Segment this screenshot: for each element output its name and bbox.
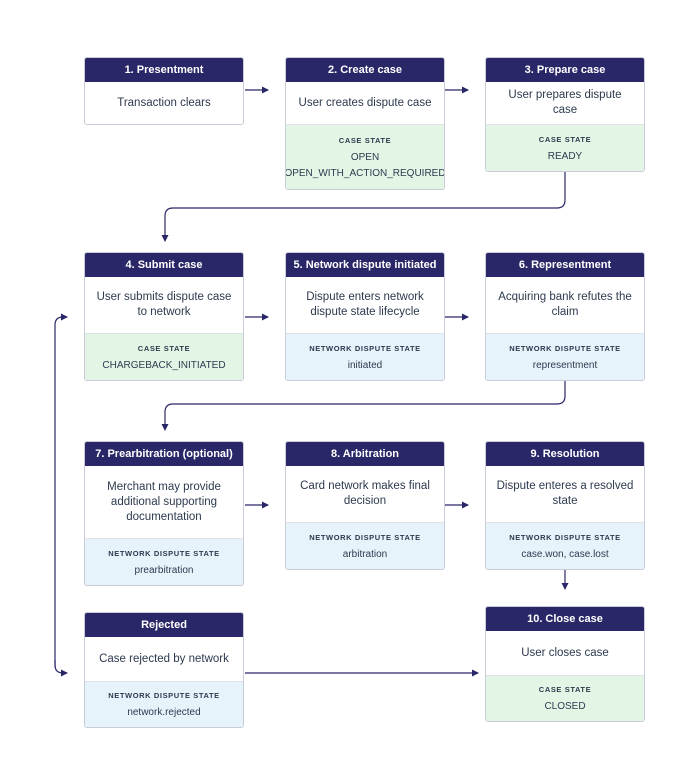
state-label: CASE STATE xyxy=(538,134,592,144)
state-value: case.won, case.lost xyxy=(521,548,609,560)
step-network-dispute-initiated-card: 5. Network dispute initiated Dispute ent… xyxy=(285,252,445,381)
network-state-panel: NETWORK DISPUTE STATE network.rejected xyxy=(85,681,243,727)
step-description: User submits dispute case to network xyxy=(96,291,232,318)
state-value: OPEN xyxy=(350,151,380,163)
state-label: CASE STATE xyxy=(538,685,592,694)
step-close-case-card: 10. Close case User closes case CASE STA… xyxy=(485,606,645,722)
state-label: NETWORK DISPUTE STATE xyxy=(309,343,421,353)
arrow-to-rejected-loop xyxy=(54,660,68,677)
state-label: NETWORK DISPUTE STATE xyxy=(108,691,220,700)
step-resolution-card: 9. Resolution Dispute enteres a resolved… xyxy=(485,441,645,570)
step-description: Card network makes final decision xyxy=(300,480,430,507)
step-create-case-card: 2. Create case User creates dispute case… xyxy=(285,57,445,190)
arrow-6-to-7 xyxy=(161,378,566,431)
case-state-panel: CASE STATE READY xyxy=(486,124,644,171)
state-label: NETWORK DISPUTE STATE xyxy=(108,548,220,558)
state-value: network.rejected xyxy=(127,707,201,718)
arrow-3-to-4 xyxy=(161,170,566,242)
step-description: Dispute enters network dispute state lif… xyxy=(306,291,424,318)
state-value: CHARGEBACK_INITIATED xyxy=(102,359,226,371)
step-title: 10. Close case xyxy=(486,607,644,631)
state-value: CLOSED xyxy=(544,701,586,712)
step-title: 1. Presentment xyxy=(85,58,243,82)
step-description: Acquiring bank refutes the claim xyxy=(498,291,632,318)
network-state-panel: NETWORK DISPUTE STATE case.won, case.los… xyxy=(486,522,644,569)
step-description: User closes case xyxy=(521,646,609,659)
step-arbitration-card: 8. Arbitration Card network makes final … xyxy=(285,441,445,570)
step-presentment-card: 1. Presentment Transaction clears xyxy=(84,57,244,125)
step-title: Rejected xyxy=(85,613,243,637)
state-value: OPEN_WITH_ACTION_REQUIRED xyxy=(285,167,445,179)
step-title: 5. Network dispute initiated xyxy=(286,253,444,277)
step-title: 8. Arbitration xyxy=(286,442,444,466)
step-description: User creates dispute case xyxy=(298,96,432,109)
state-value: READY xyxy=(547,150,583,162)
state-value: arbitration xyxy=(342,548,388,560)
step-description: Dispute enteres a resolved state xyxy=(496,480,634,507)
step-prearbitration-card: 7. Prearbitration (optional) Merchant ma… xyxy=(84,441,244,586)
state-value: representment xyxy=(532,359,598,371)
arrow-to-4-loop xyxy=(54,313,68,667)
step-description: Merchant may provide additional supporti… xyxy=(107,480,221,523)
step-representment-card: 6. Representment Acquiring bank refutes … xyxy=(485,252,645,381)
state-label: NETWORK DISPUTE STATE xyxy=(509,532,621,542)
step-description: User prepares dispute case xyxy=(508,89,622,116)
step-rejected-card: Rejected Case rejected by network NETWOR… xyxy=(84,612,244,728)
step-title: 3. Prepare case xyxy=(486,58,644,82)
state-label: CASE STATE xyxy=(338,135,392,145)
state-value: prearbitration xyxy=(134,564,194,576)
network-state-panel: NETWORK DISPUTE STATE representment xyxy=(486,333,644,380)
step-title: 2. Create case xyxy=(286,58,444,82)
step-title: 6. Representment xyxy=(486,253,644,277)
step-title: 4. Submit case xyxy=(85,253,243,277)
step-description: Case rejected by network xyxy=(99,652,229,665)
case-state-panel: CASE STATE CLOSED xyxy=(486,675,644,721)
state-label: CASE STATE xyxy=(137,343,191,353)
step-submit-case-card: 4. Submit case User submits dispute case… xyxy=(84,252,244,381)
step-title: 7. Prearbitration (optional) xyxy=(85,442,243,466)
state-value: initiated xyxy=(347,359,383,371)
case-state-panel: CASE STATE OPEN OPEN_WITH_ACTION_REQUIRE… xyxy=(286,124,444,189)
network-state-panel: NETWORK DISPUTE STATE arbitration xyxy=(286,522,444,569)
state-label: NETWORK DISPUTE STATE xyxy=(509,343,621,353)
network-state-panel: NETWORK DISPUTE STATE prearbitration xyxy=(85,538,243,585)
case-state-panel: CASE STATE CHARGEBACK_INITIATED xyxy=(85,333,243,380)
network-state-panel: NETWORK DISPUTE STATE initiated xyxy=(286,333,444,380)
step-title: 9. Resolution xyxy=(486,442,644,466)
step-prepare-case-card: 3. Prepare case User prepares dispute ca… xyxy=(485,57,645,172)
state-label: NETWORK DISPUTE STATE xyxy=(309,532,421,542)
step-description: Transaction clears xyxy=(117,96,211,109)
